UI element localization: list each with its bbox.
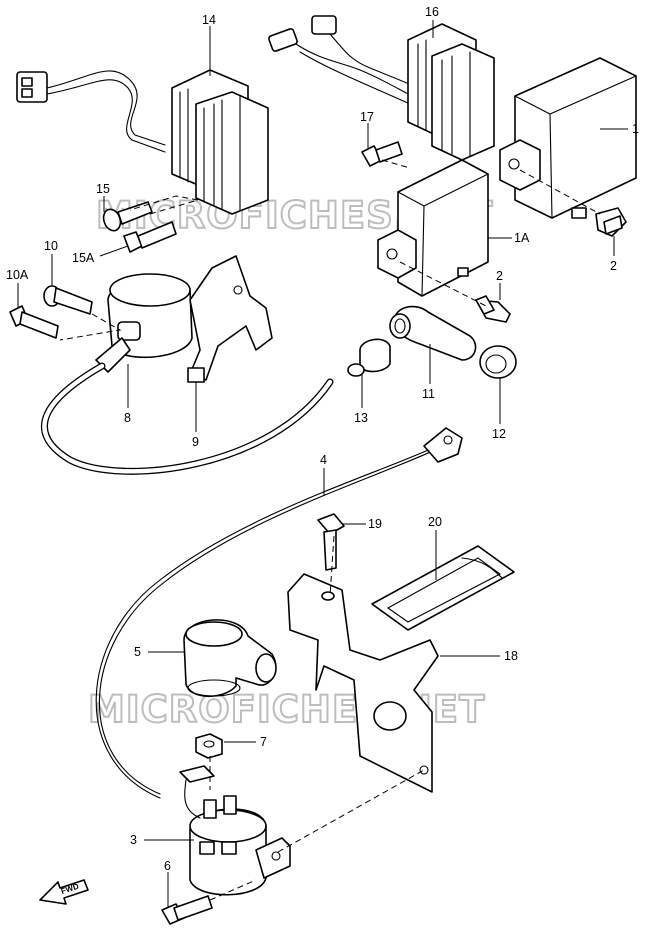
ring-12[interactable]	[479, 345, 517, 379]
rectifier-16[interactable]	[268, 15, 495, 161]
callout-15[interactable]: 15	[96, 182, 110, 196]
callout-3[interactable]: 3	[130, 833, 137, 847]
bolt-19[interactable]	[317, 513, 345, 571]
bolt-6[interactable]	[161, 895, 213, 925]
cap-5[interactable]	[183, 619, 277, 697]
bolt-2-right[interactable]	[595, 207, 627, 237]
bolt-10a[interactable]	[9, 305, 59, 339]
callout-12[interactable]: 12	[492, 427, 506, 441]
alignment-lines	[59, 159, 601, 901]
terminal-4[interactable]	[423, 427, 463, 463]
nut-7[interactable]	[195, 733, 223, 759]
leader-lines	[17, 20, 628, 908]
bracket-9[interactable]	[187, 255, 273, 383]
callout-4[interactable]: 4	[320, 453, 327, 467]
callout-18[interactable]: 18	[504, 649, 518, 663]
callout-10[interactable]: 10	[44, 239, 58, 253]
bracket-18[interactable]	[287, 573, 439, 793]
callout-11[interactable]: 11	[422, 387, 435, 401]
lead-wire-4	[95, 441, 447, 799]
callout-2-right[interactable]: 2	[610, 259, 617, 273]
cap-11[interactable]	[389, 305, 477, 361]
bolt-2-center[interactable]	[475, 295, 511, 323]
coil-lead-cable-inner	[42, 363, 333, 474]
callout-2-center[interactable]: 2	[496, 269, 503, 283]
forward-arrow-icon: FWD	[39, 879, 89, 905]
bolt-15a[interactable]	[123, 221, 177, 253]
callout-13[interactable]: 13	[354, 411, 368, 425]
rectifier-14[interactable]	[16, 69, 269, 215]
grommet-13[interactable]	[347, 338, 391, 377]
bolt-15[interactable]	[101, 201, 153, 233]
cdi-unit-1a[interactable]	[377, 159, 489, 297]
callout-14[interactable]: 14	[202, 13, 216, 27]
callout-5[interactable]: 5	[134, 645, 141, 659]
bolt-10[interactable]	[43, 285, 93, 315]
callout-1[interactable]: 1	[632, 122, 639, 136]
callout-7[interactable]: 7	[260, 735, 267, 749]
callout-17[interactable]: 17	[360, 110, 374, 124]
callout-16[interactable]: 16	[425, 5, 439, 19]
callout-6[interactable]: 6	[164, 859, 171, 873]
callout-1a[interactable]: 1A	[514, 231, 530, 245]
ignition-coil-8[interactable]	[95, 273, 193, 373]
callout-19[interactable]: 19	[368, 517, 382, 531]
callout-15a[interactable]: 15A	[72, 251, 95, 265]
callout-9[interactable]: 9	[192, 435, 199, 449]
callout-labels: 14 16 1 1A 17 2 2 15 15A 10 10A 8 9 11 1…	[6, 5, 639, 873]
callout-8[interactable]: 8	[124, 411, 131, 425]
coil-lead-cable	[41, 362, 334, 475]
callout-20[interactable]: 20	[428, 515, 442, 529]
cdi-unit-1[interactable]	[499, 57, 637, 219]
callout-10a[interactable]: 10A	[6, 268, 29, 282]
strap-20[interactable]	[371, 545, 515, 631]
starter-relay-3[interactable]	[179, 765, 291, 896]
